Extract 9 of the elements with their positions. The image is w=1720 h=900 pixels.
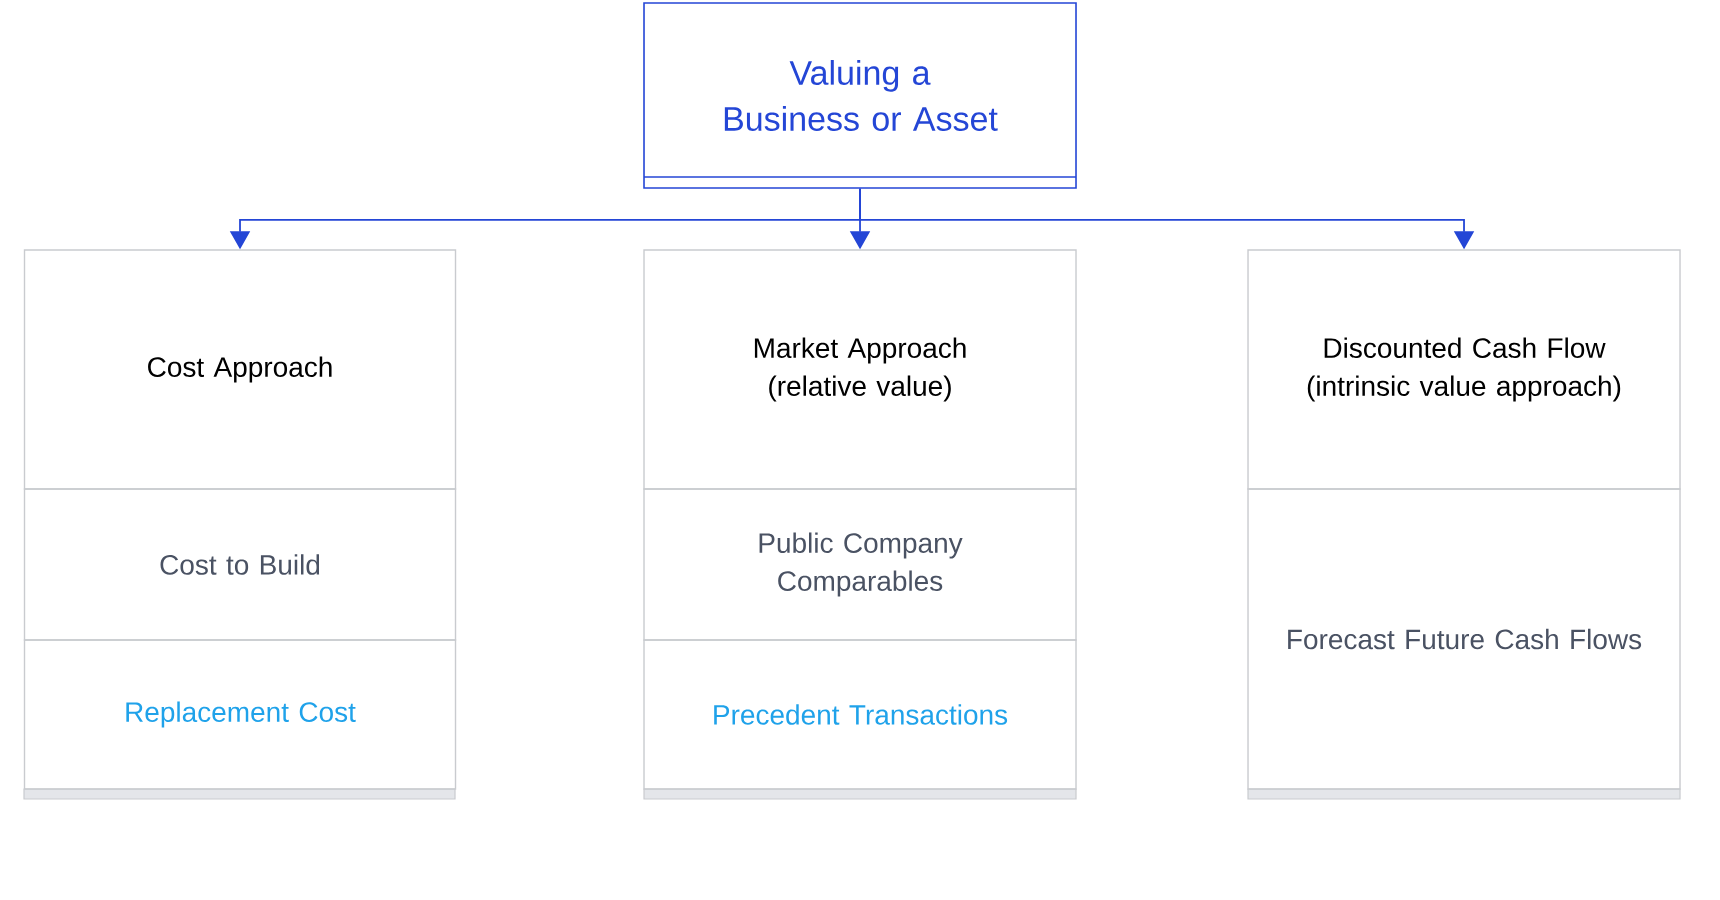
approach-cell: Discounted Cash Flow (intrinsic value approach) [1247, 249, 1681, 490]
method-cell: Forecast Future Cash Flows [1247, 488, 1681, 790]
title-box: Valuing a Business or Asset [643, 2, 1077, 189]
method-cell: Precedent Transactions [643, 639, 1077, 790]
approach-cell: Cost Approach [23, 249, 457, 490]
method-cell: Cost to Build [23, 488, 457, 641]
method-cell: Public Company Comparables [643, 488, 1077, 641]
approach-cell: Market Approach (relative value) [643, 249, 1077, 490]
method-cell: Replacement Cost [23, 639, 457, 790]
